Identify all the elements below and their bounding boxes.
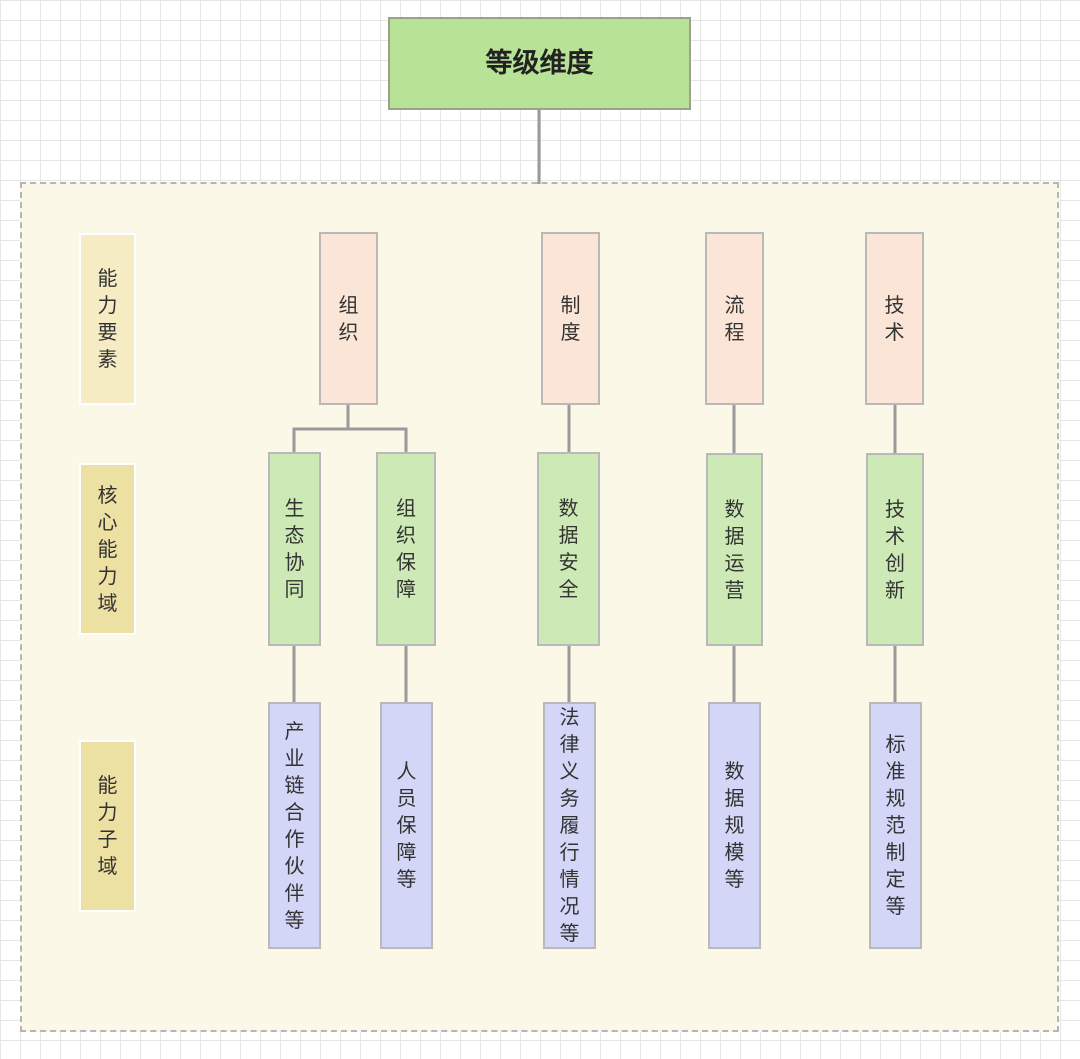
element-label: 制度 <box>560 292 581 344</box>
root-label: 等级维度 <box>485 48 594 79</box>
row-label-sub: 能力子域 <box>79 740 136 912</box>
sub-domain-node: 人员保障等 <box>380 702 433 949</box>
row-label-core-text: 核心能力域 <box>97 482 118 615</box>
org-branch-connector-2 <box>348 427 408 452</box>
core-domain-label: 数据安全 <box>558 496 579 601</box>
core-domain-node: 生态协同 <box>268 452 321 646</box>
sub-domain-label: 产业链合作伙伴等 <box>284 718 305 932</box>
core-domain-label: 技术创新 <box>885 496 905 602</box>
element-node: 组织 <box>319 232 378 405</box>
core-domain-node: 数据运营 <box>706 453 763 646</box>
element-label: 技术 <box>884 292 905 344</box>
sub-domain-label: 法律义务履行情况等 <box>559 705 580 945</box>
sub-domain-node: 标准规范制定等 <box>869 702 922 949</box>
core-domain-label: 组织保障 <box>396 496 416 601</box>
sub-domain-label: 数据规模等 <box>724 759 745 891</box>
sub-domain-node: 法律义务履行情况等 <box>543 702 596 949</box>
element-node: 制度 <box>541 232 600 405</box>
core-domain-label: 生态协同 <box>284 496 305 601</box>
row-label-core: 核心能力域 <box>79 463 136 635</box>
row-label-elements-text: 能力要素 <box>97 266 118 371</box>
core-domain-label: 数据运营 <box>724 496 745 602</box>
element-label: 流程 <box>724 292 745 344</box>
row-label-sub-text: 能力子域 <box>97 773 118 878</box>
row-label-elements: 能力要素 <box>79 233 136 405</box>
core-domain-node: 数据安全 <box>537 452 600 646</box>
core-domain-node: 组织保障 <box>376 452 436 646</box>
sub-domain-label: 标准规范制定等 <box>885 732 906 918</box>
root-node: 等级维度 <box>388 17 691 110</box>
element-node: 流程 <box>705 232 764 405</box>
sub-domain-node: 产业链合作伙伴等 <box>268 702 321 949</box>
org-branch-connector <box>292 405 350 452</box>
core-domain-node: 技术创新 <box>866 453 924 646</box>
element-node: 技术 <box>865 232 924 405</box>
element-label: 组织 <box>338 292 359 344</box>
sub-domain-label: 人员保障等 <box>396 759 417 891</box>
sub-domain-node: 数据规模等 <box>708 702 761 949</box>
